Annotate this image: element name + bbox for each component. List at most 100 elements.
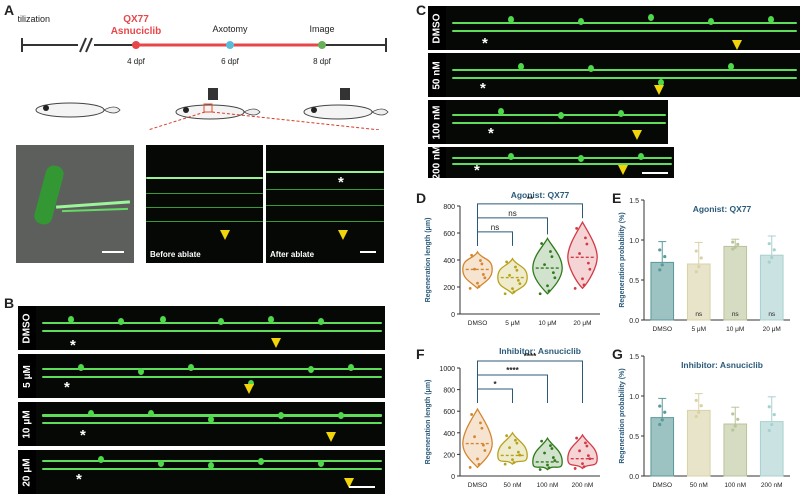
ablation-arrowhead	[271, 338, 281, 348]
data-point	[772, 413, 776, 417]
axotomy-label: Axotomy	[212, 24, 248, 34]
y-tick-label: 0.0	[629, 474, 639, 481]
data-point	[733, 245, 737, 249]
b-row-label: 20 μM	[21, 457, 33, 487]
panel-label-e: E	[612, 190, 622, 206]
data-point	[731, 240, 735, 244]
ablation-arrowhead	[618, 165, 628, 175]
data-point	[480, 262, 484, 266]
y-tick-label: 200	[443, 452, 455, 459]
data-point	[481, 273, 485, 276]
data-point	[736, 242, 740, 246]
data-point	[575, 436, 579, 440]
x-tick-label: DMSO	[653, 326, 673, 333]
bar-DMSO	[650, 417, 675, 477]
data-point	[515, 268, 519, 272]
data-point	[699, 404, 703, 408]
data-point	[543, 451, 546, 455]
imaging-objective-icon	[340, 88, 350, 100]
x-tick-label: 100 nM	[724, 482, 746, 489]
b-row-20um: 20 μM *	[18, 450, 385, 494]
data-point	[553, 459, 557, 462]
data-point	[581, 462, 584, 466]
data-point	[772, 248, 776, 252]
data-point	[573, 286, 577, 290]
x-tick-label: 200 nM	[572, 482, 594, 489]
y-tick-label: 1.5	[629, 354, 639, 361]
star-marker: *	[70, 337, 76, 350]
data-point	[511, 458, 514, 461]
data-point	[479, 259, 482, 262]
bar-10 μM	[723, 245, 748, 321]
data-point	[483, 276, 487, 280]
y-tick-label: 1.5	[629, 198, 639, 205]
x-tick-label: 100 nM	[537, 482, 559, 489]
data-point	[694, 249, 698, 253]
chart-title: Agonist: QX77	[511, 190, 570, 200]
data-point	[697, 410, 701, 415]
c-row-label: DMSO	[431, 13, 443, 43]
data-point	[767, 428, 771, 433]
c-row-label: 100 nM	[431, 105, 443, 139]
star-marker: *	[474, 162, 480, 178]
bar-DMSO	[650, 261, 675, 321]
larva-icon-2	[175, 88, 261, 120]
y-tick-label: 0	[451, 474, 455, 481]
y-tick-label: 0.5	[629, 434, 639, 441]
data-point	[538, 468, 542, 471]
data-point	[585, 242, 589, 246]
data-point	[540, 439, 544, 443]
ablation-site-arrowhead	[220, 230, 230, 240]
data-point	[514, 438, 517, 442]
data-point	[578, 449, 581, 453]
data-point	[767, 405, 771, 409]
c-row-50nm: 50 nM *	[428, 53, 800, 97]
data-point	[514, 265, 517, 269]
data-point	[476, 457, 479, 461]
data-point	[516, 278, 520, 282]
data-point	[582, 283, 586, 287]
data-point	[483, 449, 487, 452]
data-point	[543, 263, 546, 267]
data-point	[573, 467, 577, 470]
y-tick-label: 0.5	[629, 278, 639, 285]
y-tick-label: 600	[443, 409, 455, 416]
larva-icon-3	[303, 88, 389, 120]
y-tick-label: 200	[443, 285, 455, 292]
data-point	[477, 285, 481, 288]
ablation-arrowhead	[344, 478, 354, 488]
star-marker: *	[488, 125, 494, 142]
data-point	[586, 261, 590, 265]
data-point	[697, 264, 701, 269]
data-point	[481, 443, 485, 447]
bar-200 nM	[759, 421, 784, 477]
significance-label: ns	[491, 223, 499, 232]
data-point	[731, 247, 735, 251]
data-point	[550, 447, 554, 450]
y-axis-label: Regeneration probability (%)	[619, 368, 626, 463]
data-point	[553, 276, 557, 280]
overview-micrograph	[16, 145, 134, 263]
panel-label-b: B	[4, 295, 15, 311]
laser-objective-icon	[208, 88, 218, 100]
drug-label-2: Asnuciclib	[111, 26, 162, 37]
c-row-200nm: 200 nM *	[428, 147, 674, 178]
data-point	[538, 292, 542, 296]
data-point	[584, 236, 587, 240]
data-point	[551, 271, 555, 275]
image-marker	[318, 41, 326, 49]
significance-label: *	[493, 380, 497, 389]
panel-label-f: F	[416, 346, 425, 362]
y-tick-label: 400	[443, 431, 455, 438]
ablation-arrowhead	[654, 85, 664, 95]
data-point	[663, 410, 667, 414]
x-tick-label: 20 μM	[573, 320, 591, 327]
x-tick-label: DMSO	[653, 482, 673, 489]
data-point	[586, 454, 590, 458]
y-axis-label: Regeneration length (μm)	[425, 380, 432, 465]
b-row-label: DMSO	[21, 313, 33, 343]
data-point	[508, 446, 511, 450]
data-point	[731, 412, 735, 416]
ablation-arrowhead	[326, 432, 336, 442]
data-point	[581, 277, 584, 281]
